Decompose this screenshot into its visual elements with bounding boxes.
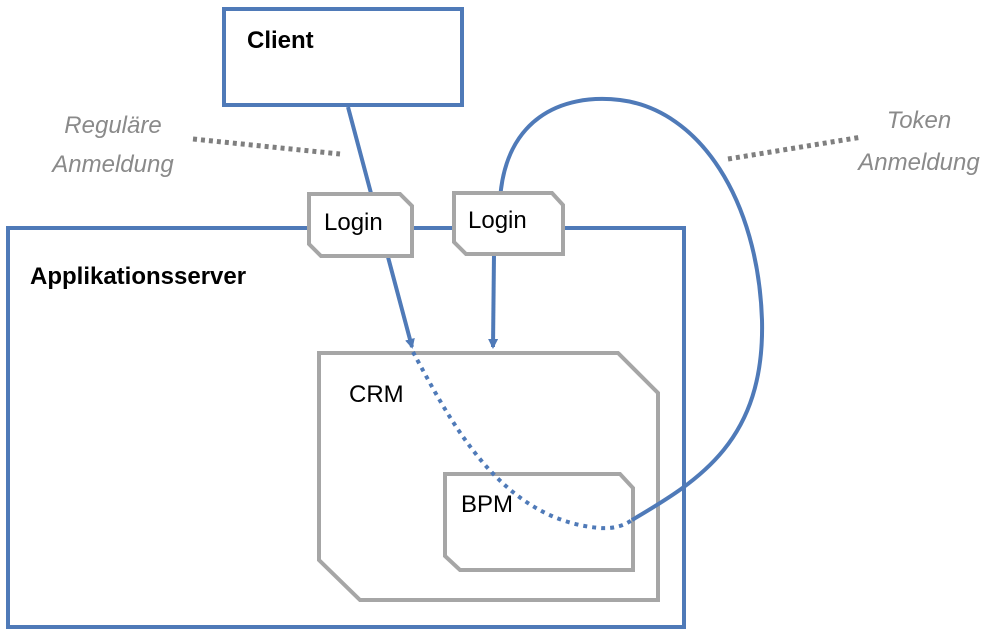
crm-label: CRM <box>349 381 404 408</box>
application-server-label: Applikationsserver <box>30 263 246 290</box>
login-label-token: Login <box>468 207 527 234</box>
note-connector-left <box>192 136 341 157</box>
bpm-label: BPM <box>461 491 513 518</box>
note-left-line1: Reguläre <box>64 112 161 139</box>
login-label-regular: Login <box>324 209 383 236</box>
note-right-line1: Token <box>887 107 952 134</box>
login-box-regular <box>307 192 414 258</box>
token-login-loop <box>498 97 765 522</box>
login-box-token <box>452 191 565 256</box>
client-label: Client <box>247 27 314 54</box>
client-box <box>222 7 464 107</box>
note-left-line2: Anmeldung <box>50 151 174 178</box>
crm-to-bpm-dotted-path <box>411 351 634 531</box>
note-right-line2: Anmeldung <box>856 149 980 176</box>
bpm-box <box>443 472 635 572</box>
crm-box <box>317 351 660 602</box>
token-login-arrow <box>488 253 499 349</box>
note-connector-right <box>727 134 863 162</box>
